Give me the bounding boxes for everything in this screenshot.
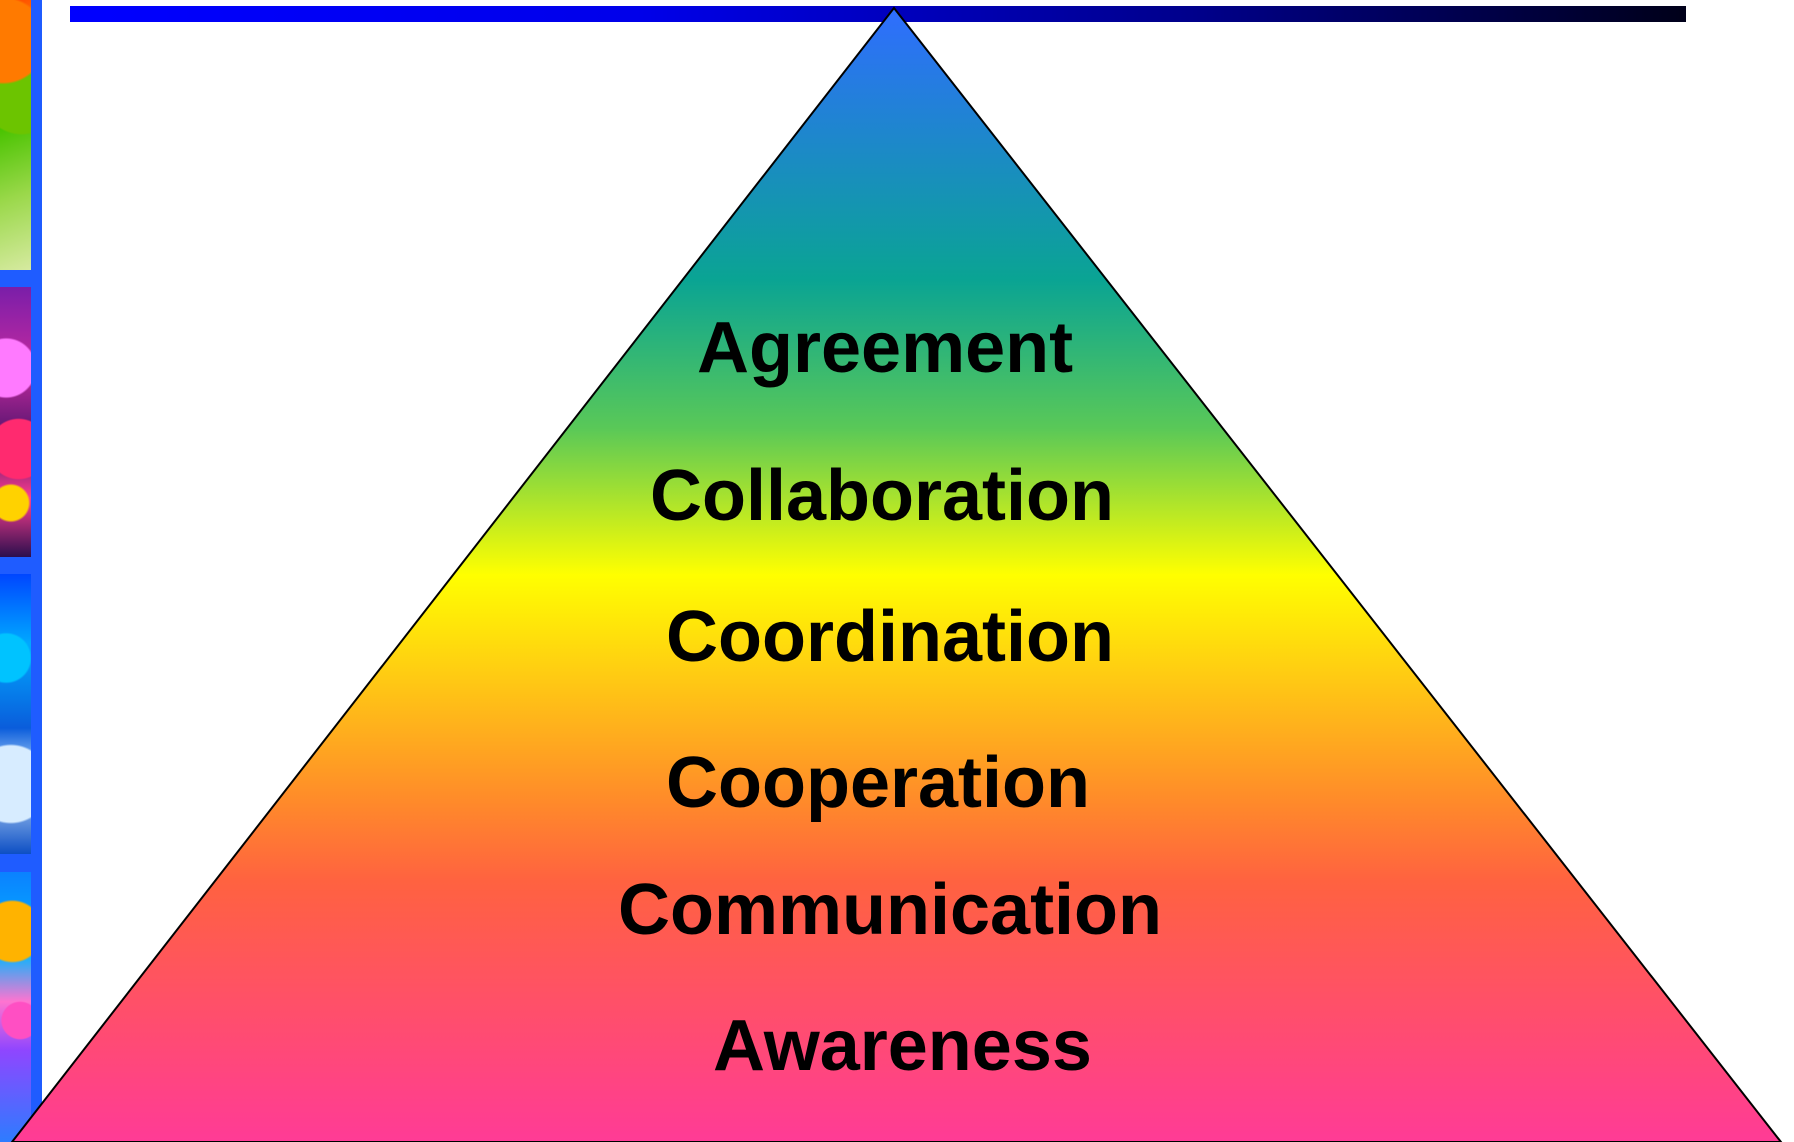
decorative-image-tile: [0, 872, 31, 1142]
header-divider-line: [70, 6, 1686, 22]
pyramid-level-coordination: Coordination: [666, 597, 1114, 677]
decorative-image-tile: [0, 287, 31, 557]
pyramid-level-cooperation: Cooperation: [666, 743, 1090, 823]
pyramid-shape: [10, 6, 1783, 1142]
pyramid-level-collaboration: Collaboration: [650, 456, 1114, 536]
pyramid-level-agreement: Agreement: [697, 308, 1074, 388]
pyramid-level-awareness: Awareness: [713, 1006, 1092, 1086]
decorative-image-tile: [0, 574, 31, 854]
decorative-side-strip: [0, 0, 42, 1142]
decorative-image-tile: [0, 0, 31, 270]
pyramid-level-communication: Communication: [618, 870, 1163, 950]
